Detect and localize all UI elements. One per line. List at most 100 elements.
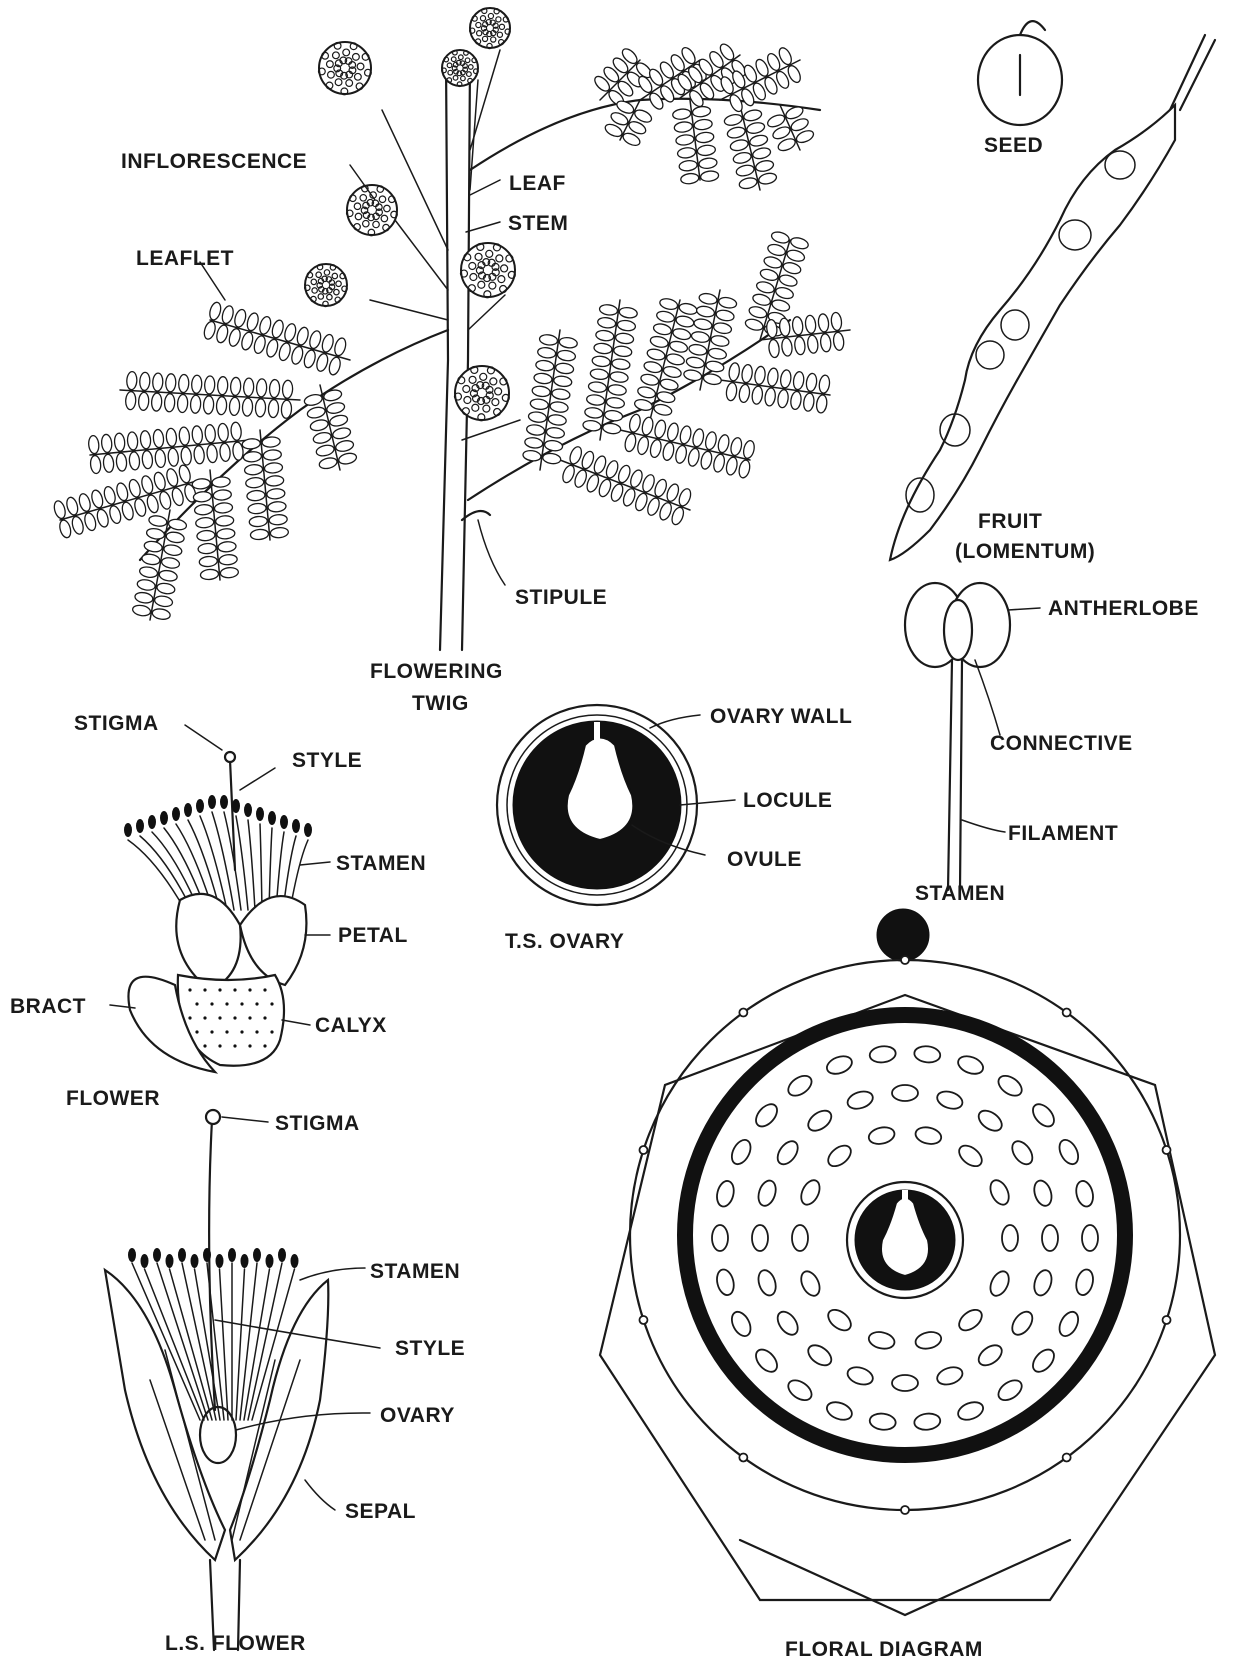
ts-ovary: OVARY WALL LOCULE OVULE T.S. OVARY (497, 705, 852, 953)
calyx-dot (263, 1044, 266, 1047)
caption-lomentum: (LOMENTUM) (955, 540, 1095, 563)
ls-style (209, 1120, 215, 1410)
fruit-drawing: FRUIT (LOMENTUM) (890, 35, 1215, 563)
label-ls-stamen: STAMEN (370, 1260, 460, 1283)
label-leaflet: LEAFLET (136, 247, 234, 270)
twig-stipule (462, 511, 490, 520)
calyx-dot (263, 1016, 266, 1019)
flowering-twig: INFLORESCENCE LEAF STEM LEAFLET STIPULE … (52, 8, 850, 715)
label-leaf: LEAF (509, 172, 566, 195)
label-ls-sepal: SEPAL (345, 1500, 416, 1523)
calyx-dot (255, 1030, 258, 1033)
calyx-dot (248, 1044, 251, 1047)
fd-stamen (712, 1225, 728, 1251)
calyx-dot (263, 988, 266, 991)
calyx-dot (203, 988, 206, 991)
label-antherlobe: ANTHERLOBE (1048, 597, 1199, 620)
fd-notch (1063, 1009, 1071, 1017)
label-ovary-wall: OVARY WALL (710, 705, 852, 728)
fd-notch (639, 1316, 647, 1324)
calyx-dot (210, 1030, 213, 1033)
fd-notch (639, 1146, 647, 1154)
calyx-dot (270, 1030, 273, 1033)
calyx-dot (188, 988, 191, 991)
fd-notch (901, 956, 909, 964)
caption-stamen: STAMEN (915, 882, 1005, 905)
twig-stem (440, 60, 448, 650)
anther-connective (944, 600, 972, 660)
calyx-dot (225, 1030, 228, 1033)
caption-flower: FLOWER (66, 1087, 160, 1110)
fd-notch (739, 1453, 747, 1461)
calyx-dot (240, 1002, 243, 1005)
label-filament: FILAMENT (1008, 822, 1118, 845)
ls-flower: STIGMA STAMEN STYLE OVARY SEPAL L.S. FLO… (105, 1110, 465, 1655)
stamen-detail: ANTHERLOBE CONNECTIVE FILAMENT STAMEN (905, 583, 1199, 905)
calyx-dot (203, 1016, 206, 1019)
label-ovule: OVULE (727, 848, 802, 871)
caption-fruit: FRUIT (978, 510, 1042, 533)
calyx-dot (225, 1002, 228, 1005)
fd-stamen (1002, 1225, 1018, 1251)
label-inflorescence: INFLORESCENCE (121, 150, 307, 173)
flower-stamen (136, 819, 192, 910)
caption-ls-flower: L.S. FLOWER (165, 1632, 306, 1655)
flower-petal-right (240, 896, 306, 985)
twig-upper-leaf-rachis (470, 99, 820, 170)
calyx-dot (248, 1016, 251, 1019)
fd-stamen (1042, 1225, 1058, 1251)
label-ls-style: STYLE (395, 1337, 465, 1360)
ls-ovary (200, 1407, 236, 1463)
calyx-dot (233, 1016, 236, 1019)
caption-flowering: FLOWERING (370, 660, 503, 683)
fd-notch (901, 1506, 909, 1514)
fd-stamen (892, 1085, 918, 1101)
inflorescence-head (305, 264, 348, 307)
fd-stamen (1082, 1225, 1098, 1251)
label-flower-bract: BRACT (10, 995, 86, 1018)
caption-twig: TWIG (412, 692, 469, 715)
calyx-dot (233, 988, 236, 991)
inflorescence-head (318, 42, 371, 95)
label-flower-stigma: STIGMA (74, 712, 159, 735)
label-ls-ovary: OVARY (380, 1404, 455, 1427)
calyx-dot (188, 1016, 191, 1019)
fd-stamen (792, 1225, 808, 1251)
inflorescence-head (442, 50, 479, 87)
caption-floral-diagram: FLORAL DIAGRAM (785, 1638, 983, 1661)
mother-axis (877, 909, 929, 961)
fd-notch (1163, 1146, 1171, 1154)
flower-stamen (268, 811, 276, 910)
fd-notch (1063, 1453, 1071, 1461)
inflorescence-head (454, 366, 509, 421)
calyx-dot (218, 988, 221, 991)
label-flower-style: STYLE (292, 749, 362, 772)
flower-drawing: STIGMA STYLE STAMEN PETAL BRACT CALYX FL… (10, 712, 426, 1110)
label-stem: STEM (508, 212, 568, 235)
label-locule: LOCULE (743, 789, 832, 812)
label-flower-petal: PETAL (338, 924, 408, 947)
inflorescence-head (460, 243, 515, 298)
inflorescence-head (346, 185, 397, 236)
seed-drawing: SEED (978, 21, 1062, 157)
label-connective: CONNECTIVE (990, 732, 1133, 755)
fd-notch (739, 1009, 747, 1017)
label-flower-calyx: CALYX (315, 1014, 387, 1037)
calyx-dot (270, 1002, 273, 1005)
calyx-dot (233, 1044, 236, 1047)
calyx-dot (210, 1002, 213, 1005)
inflorescence-head (470, 8, 511, 49)
ls-stamen (228, 1248, 236, 1420)
label-ls-stigma: STIGMA (275, 1112, 360, 1135)
calyx-dot (195, 1030, 198, 1033)
flower-stamen (290, 823, 312, 910)
label-stipule: STIPULE (515, 586, 607, 609)
calyx-dot (255, 1002, 258, 1005)
calyx-dot (203, 1044, 206, 1047)
label-flower-stamen: STAMEN (336, 852, 426, 875)
calyx-dot (218, 1044, 221, 1047)
flower-stamen (124, 823, 185, 910)
stamen-filament (948, 660, 962, 890)
fd-stamen (752, 1225, 768, 1251)
